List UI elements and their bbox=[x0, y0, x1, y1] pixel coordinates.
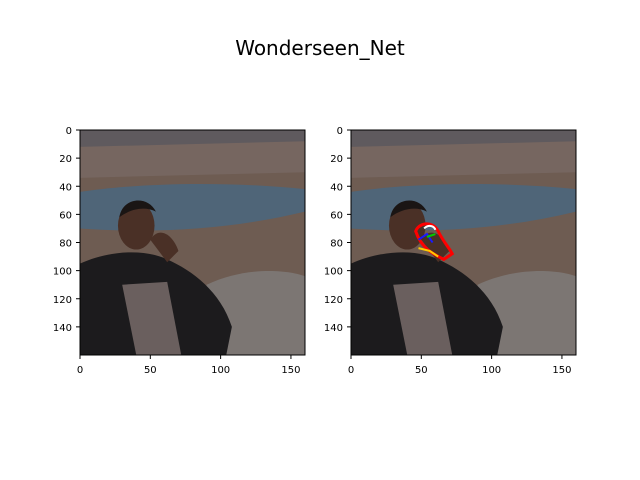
x-tick-label: 0 bbox=[348, 365, 354, 376]
x-tick-label: 0 bbox=[77, 365, 83, 376]
y-tick-label: 40 bbox=[330, 182, 343, 193]
axis-ticks: 0 50 100 150 0 20 40 60 80 100 120 140 bbox=[324, 126, 572, 376]
hair bbox=[390, 200, 427, 218]
axis-ticks: 0 50 100 150 0 20 40 60 80 100 120 140 bbox=[53, 126, 301, 376]
figure-title: Wonderseen_Net bbox=[235, 36, 405, 60]
stroke-white bbox=[423, 224, 437, 231]
y-tick-label: 60 bbox=[330, 210, 343, 221]
rocks bbox=[206, 270, 305, 355]
y-tick-label: 20 bbox=[330, 154, 343, 165]
x-tick-label: 50 bbox=[144, 365, 157, 376]
hand bbox=[150, 232, 179, 263]
y-tick-label: 140 bbox=[324, 323, 343, 334]
shirt bbox=[122, 281, 182, 355]
far-hills bbox=[80, 141, 305, 178]
y-tick-label: 0 bbox=[66, 126, 72, 137]
stroke-yellow bbox=[418, 247, 439, 258]
scene bbox=[80, 130, 305, 355]
rocks bbox=[477, 270, 576, 355]
x-tick-label: 100 bbox=[482, 365, 501, 376]
y-tick-label: 80 bbox=[330, 239, 343, 250]
y-tick-label: 120 bbox=[53, 295, 72, 306]
stroke-blue bbox=[417, 232, 434, 244]
shirt bbox=[393, 281, 453, 355]
y-tick-label: 120 bbox=[324, 295, 343, 306]
scene bbox=[351, 130, 576, 355]
x-tick-label: 100 bbox=[211, 365, 230, 376]
far-hills bbox=[351, 141, 576, 178]
panel-input: 0 50 100 150 0 20 40 60 80 100 120 140 bbox=[53, 126, 306, 376]
head bbox=[117, 201, 155, 250]
y-tick-label: 140 bbox=[53, 323, 72, 334]
y-tick-label: 40 bbox=[59, 182, 72, 193]
panel-output: 0 50 100 150 0 20 40 60 80 100 120 140 bbox=[324, 126, 577, 376]
output-image bbox=[351, 130, 576, 355]
head bbox=[388, 201, 426, 250]
x-tick-label: 150 bbox=[552, 365, 571, 376]
y-tick-label: 20 bbox=[59, 154, 72, 165]
hair bbox=[119, 200, 156, 218]
y-tick-label: 100 bbox=[324, 267, 343, 278]
x-tick-label: 50 bbox=[415, 365, 428, 376]
input-image bbox=[80, 130, 305, 355]
y-tick-label: 60 bbox=[59, 210, 72, 221]
keypoint-overlay bbox=[414, 222, 455, 262]
y-tick-label: 0 bbox=[337, 126, 343, 137]
y-tick-label: 100 bbox=[53, 267, 72, 278]
stroke-green bbox=[426, 233, 436, 238]
y-tick-label: 80 bbox=[59, 239, 72, 250]
x-tick-label: 150 bbox=[281, 365, 300, 376]
